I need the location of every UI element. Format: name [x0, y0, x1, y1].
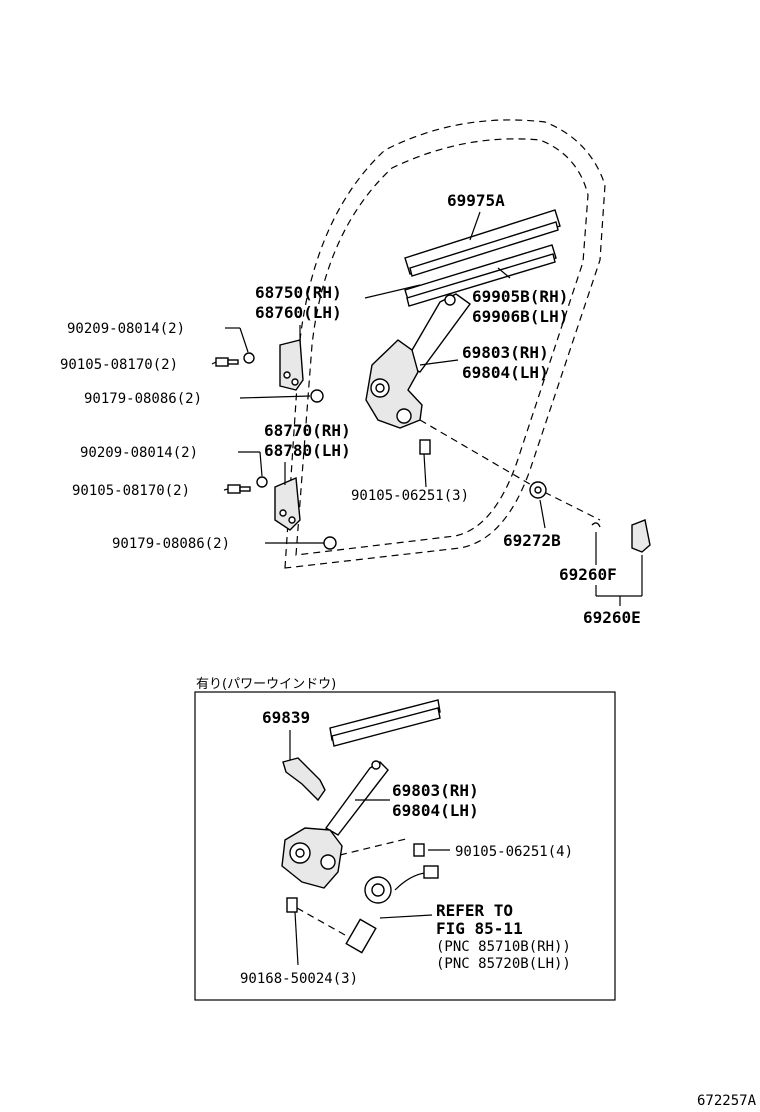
- inset-bracket-69839: [282, 757, 326, 802]
- door-frame-outer: [284, 119, 606, 569]
- regulator-handle-69260e: [631, 519, 651, 553]
- label-69260f: 69260F: [559, 565, 617, 584]
- inset-window-regulator: [281, 760, 389, 889]
- label-69906b: 69906B(LH): [472, 307, 568, 326]
- inset-window-motor: [345, 865, 439, 954]
- window-channel: [404, 244, 557, 307]
- door-hinge-upper: [215, 339, 324, 403]
- label-69804-a: 69804(LH): [462, 363, 549, 382]
- label-68780: 68780(LH): [264, 441, 351, 460]
- inset-label-69839: 69839: [262, 708, 310, 727]
- figure-id: 672257A: [697, 1093, 757, 1109]
- leader-lines: [211, 211, 643, 606]
- label-69272b: 69272B: [503, 531, 561, 550]
- inset-label-pnc-lh: (PNC 85720B(LH)): [436, 956, 571, 972]
- inset-label-pnc-rh: (PNC 85710B(RH)): [436, 939, 571, 955]
- label-90209-b: 90209-08014(2): [80, 445, 198, 461]
- inset-bolt-90105: [413, 843, 425, 857]
- label-69260e: 69260E: [583, 608, 641, 627]
- label-68750: 68750(RH): [255, 283, 342, 302]
- door-frame-inner: [295, 138, 589, 556]
- window-regulator: [365, 293, 471, 429]
- label-69905b: 69905B(RH): [472, 287, 568, 306]
- label-90209-a: 90209-08014(2): [67, 321, 185, 337]
- inset-label-fig: FIG 85-11: [436, 919, 523, 938]
- inset-label-90105: 90105-06251(4): [455, 844, 573, 860]
- inset-channel: [329, 699, 441, 747]
- inset-frame: [194, 691, 616, 1001]
- clip-69260f: [591, 522, 601, 528]
- inset-label-69803: 69803(RH): [392, 781, 479, 800]
- label-90105-a: 90105-08170(2): [60, 357, 178, 373]
- inset-caption: 有り(パワーウインドウ): [196, 677, 336, 692]
- inset-label-90168: 90168-50024(3): [240, 971, 358, 987]
- inset-label-69804: 69804(LH): [392, 801, 479, 820]
- label-68770: 68770(RH): [264, 421, 351, 440]
- label-68760: 68760(LH): [255, 303, 342, 322]
- label-69803-a: 69803(RH): [462, 343, 549, 362]
- inset-label-refer: REFER TO: [436, 901, 513, 920]
- label-90179-b: 90179-08086(2): [112, 536, 230, 552]
- glass-run-channel: [404, 209, 561, 277]
- label-90105-c: 90105-06251(3): [351, 488, 469, 504]
- label-69975a: 69975A: [447, 191, 505, 210]
- leader-regulator-to-handle: [419, 419, 601, 521]
- label-90105-b: 90105-08170(2): [72, 483, 190, 499]
- door-hinge-lower: [227, 476, 337, 550]
- bolt-90105-06251: [419, 439, 431, 455]
- label-90179-a: 90179-08086(2): [84, 391, 202, 407]
- inset-bolt-90168: [286, 897, 298, 913]
- inset-leader-lines: [289, 730, 450, 966]
